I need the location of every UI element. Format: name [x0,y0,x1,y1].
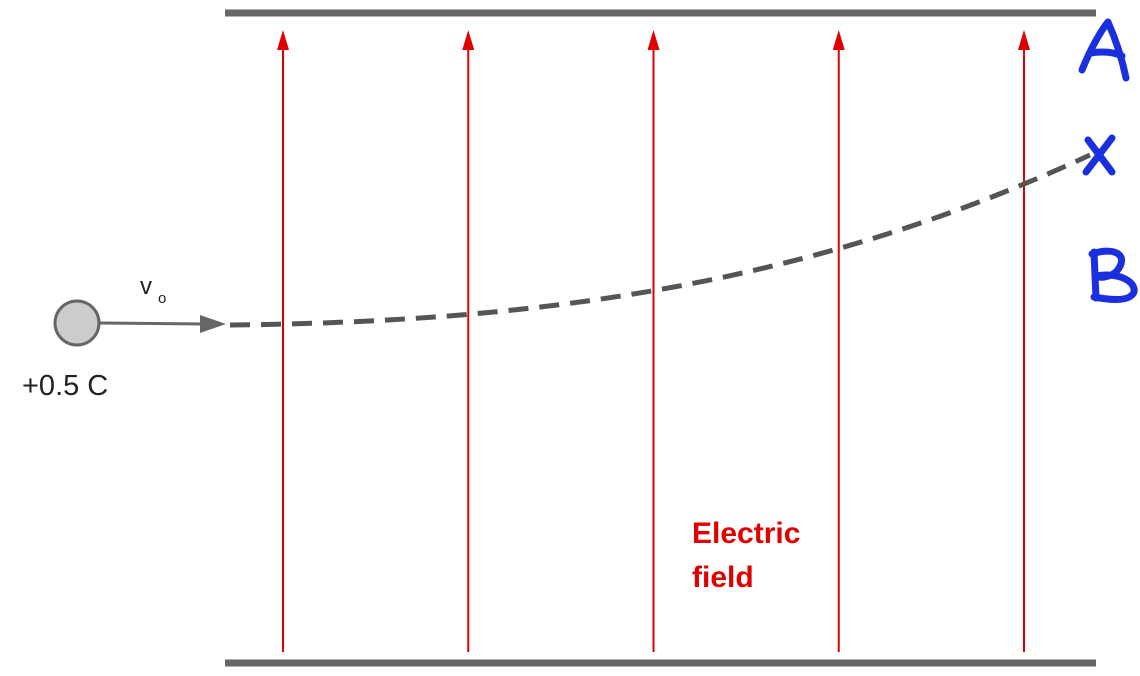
field-label-line2: field [692,561,754,594]
velocity-symbol: v [140,273,152,300]
point-x-handwritten [1082,134,1116,176]
velocity-subscript: o [158,290,166,307]
field-label-line1: Electric [692,517,801,550]
field-line-arrowhead [1018,30,1030,50]
point-b-handwritten [1088,247,1138,303]
electric-field-lines [277,30,1030,652]
point-a-label: A [1082,20,1083,21]
point-a-handwritten [1078,18,1130,82]
velocity-arrowhead [200,315,226,333]
point-b-label: B [1092,252,1093,253]
field-label: Electric field [692,512,800,600]
trajectory-path [229,152,1092,328]
field-line-arrowhead [277,30,289,50]
point-x-label: x [1086,140,1087,141]
velocity-arrow [98,321,206,326]
charge-label: +0.5 C [22,370,109,402]
field-line-arrowhead [832,30,845,50]
field-line-arrowhead [647,30,660,50]
field-line-arrowhead [462,30,475,50]
charged-particle [53,299,101,347]
